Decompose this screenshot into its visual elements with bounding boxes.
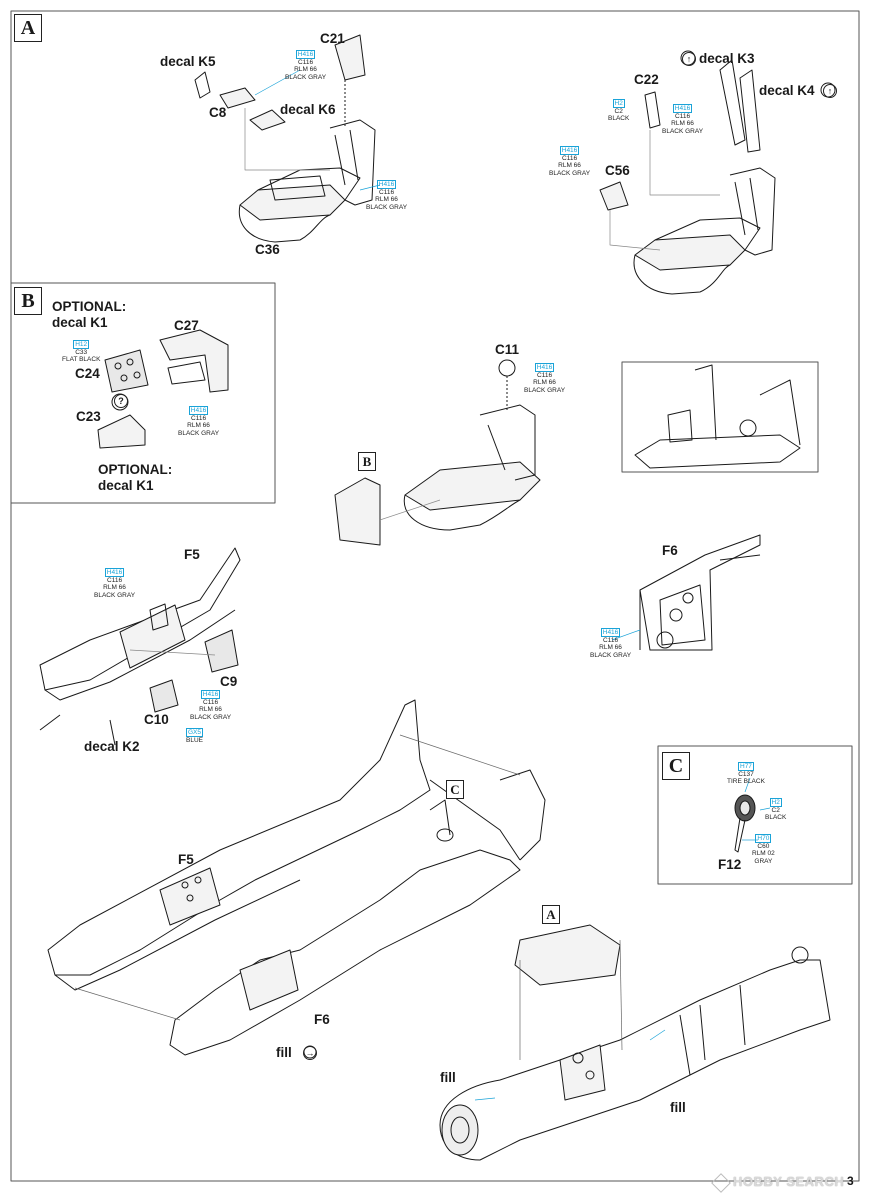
fuselage-left-upper bbox=[39, 547, 241, 746]
part-c21: C21 bbox=[320, 31, 345, 46]
step-c-reference: C bbox=[446, 780, 464, 799]
fuselage-complete bbox=[439, 924, 831, 1161]
paint-callout-leg: H70 C60 RLM 02 GRAY bbox=[752, 834, 775, 865]
tail-wheel-part bbox=[734, 777, 771, 853]
part-f6-lower: F6 bbox=[314, 1012, 330, 1027]
decal-k1-label-1: decal K1 bbox=[52, 315, 108, 330]
instrument-panel-parts bbox=[97, 329, 229, 449]
paint-callout-c36: H416 C116 RLM 66 BLACK GRAY bbox=[366, 180, 408, 211]
watermark-text: HOBBY SEARCH bbox=[733, 1174, 845, 1189]
fill-icon: → bbox=[303, 1046, 317, 1060]
paint-callout-hub: H2 C2 BLACK bbox=[765, 798, 787, 822]
paint-callout-c10-blue: GX5 BLUE bbox=[186, 728, 204, 744]
paint-callout-c22-gray: H416 C116 RLM 66 BLACK GRAY bbox=[662, 104, 704, 135]
part-f12: F12 bbox=[718, 857, 742, 872]
question-icon: ? bbox=[114, 394, 128, 408]
flip-arrow-icon: ↑ bbox=[682, 52, 696, 66]
part-c11: C11 bbox=[495, 342, 520, 357]
paint-callout-tire: H77 C137 TIRE BLACK bbox=[727, 762, 765, 786]
part-c9: C9 bbox=[220, 674, 238, 689]
paint-callout-c22-black: H2 C2 BLACK bbox=[608, 99, 630, 123]
optional-label-2: OPTIONAL: bbox=[98, 462, 173, 477]
paint-callout-c11: H416 C116 RLM 66 BLACK GRAY bbox=[524, 363, 566, 394]
paint-callout-f5: H416 C116 RLM 66 BLACK GRAY bbox=[94, 568, 136, 599]
fuselage-right-upper bbox=[611, 534, 761, 651]
paint-callout-c24: H12 C33 FLAT BLACK bbox=[62, 340, 101, 364]
step-b-label: B bbox=[14, 287, 42, 315]
paint-callout-c56: H416 C116 RLM 66 BLACK GRAY bbox=[549, 146, 591, 177]
part-c36: C36 bbox=[255, 242, 280, 257]
decal-k5-label: decal K5 bbox=[160, 54, 216, 69]
fill-note-2: fill bbox=[440, 1070, 456, 1085]
part-c24: C24 bbox=[75, 366, 100, 381]
decal-k6-label: decal K6 bbox=[280, 102, 336, 117]
part-c22: C22 bbox=[634, 72, 659, 87]
decal-k3-label: decal K3 bbox=[699, 51, 755, 66]
part-c56: C56 bbox=[605, 163, 630, 178]
decal-k1-label-2: decal K1 bbox=[98, 478, 154, 493]
part-c8: C8 bbox=[209, 105, 227, 120]
part-f6-upper: F6 bbox=[662, 543, 678, 558]
paint-callout-c21: H416 C116 RLM 66 BLACK GRAY bbox=[285, 50, 327, 81]
step-c-label: C bbox=[662, 752, 690, 780]
paint-callout-c27: H416 C116 RLM 66 BLACK GRAY bbox=[178, 406, 220, 437]
step-a-reference: A bbox=[542, 905, 560, 924]
paint-callout-c10: H416 C116 RLM 66 BLACK GRAY bbox=[190, 690, 232, 721]
page-number: 3 bbox=[847, 1174, 854, 1188]
decal-k4-label: decal K4 bbox=[759, 83, 815, 98]
part-c10: C10 bbox=[144, 712, 169, 727]
sheet-frame bbox=[10, 10, 860, 1182]
decal-k2-label: decal K2 bbox=[84, 739, 140, 754]
step-a-label: A bbox=[14, 14, 42, 42]
flip-arrow-icon: ↑ bbox=[823, 84, 837, 98]
paint-callout-f6: H416 C116 RLM 66 BLACK GRAY bbox=[590, 628, 632, 659]
cockpit-detail-inset bbox=[634, 364, 801, 469]
part-f5-lower: F5 bbox=[178, 852, 194, 867]
part-f5-upper: F5 bbox=[184, 547, 200, 562]
step-b-reference: B bbox=[358, 452, 376, 471]
fuselage-halves-join bbox=[47, 699, 546, 1059]
part-c23: C23 bbox=[76, 409, 101, 424]
cockpit-assembly-middle bbox=[334, 359, 541, 546]
optional-label-1: OPTIONAL: bbox=[52, 299, 127, 314]
part-c27: C27 bbox=[174, 318, 199, 333]
fill-note-1: fill bbox=[276, 1045, 292, 1060]
fill-note-3: fill bbox=[670, 1100, 686, 1115]
seat-assembly-left bbox=[194, 34, 381, 243]
